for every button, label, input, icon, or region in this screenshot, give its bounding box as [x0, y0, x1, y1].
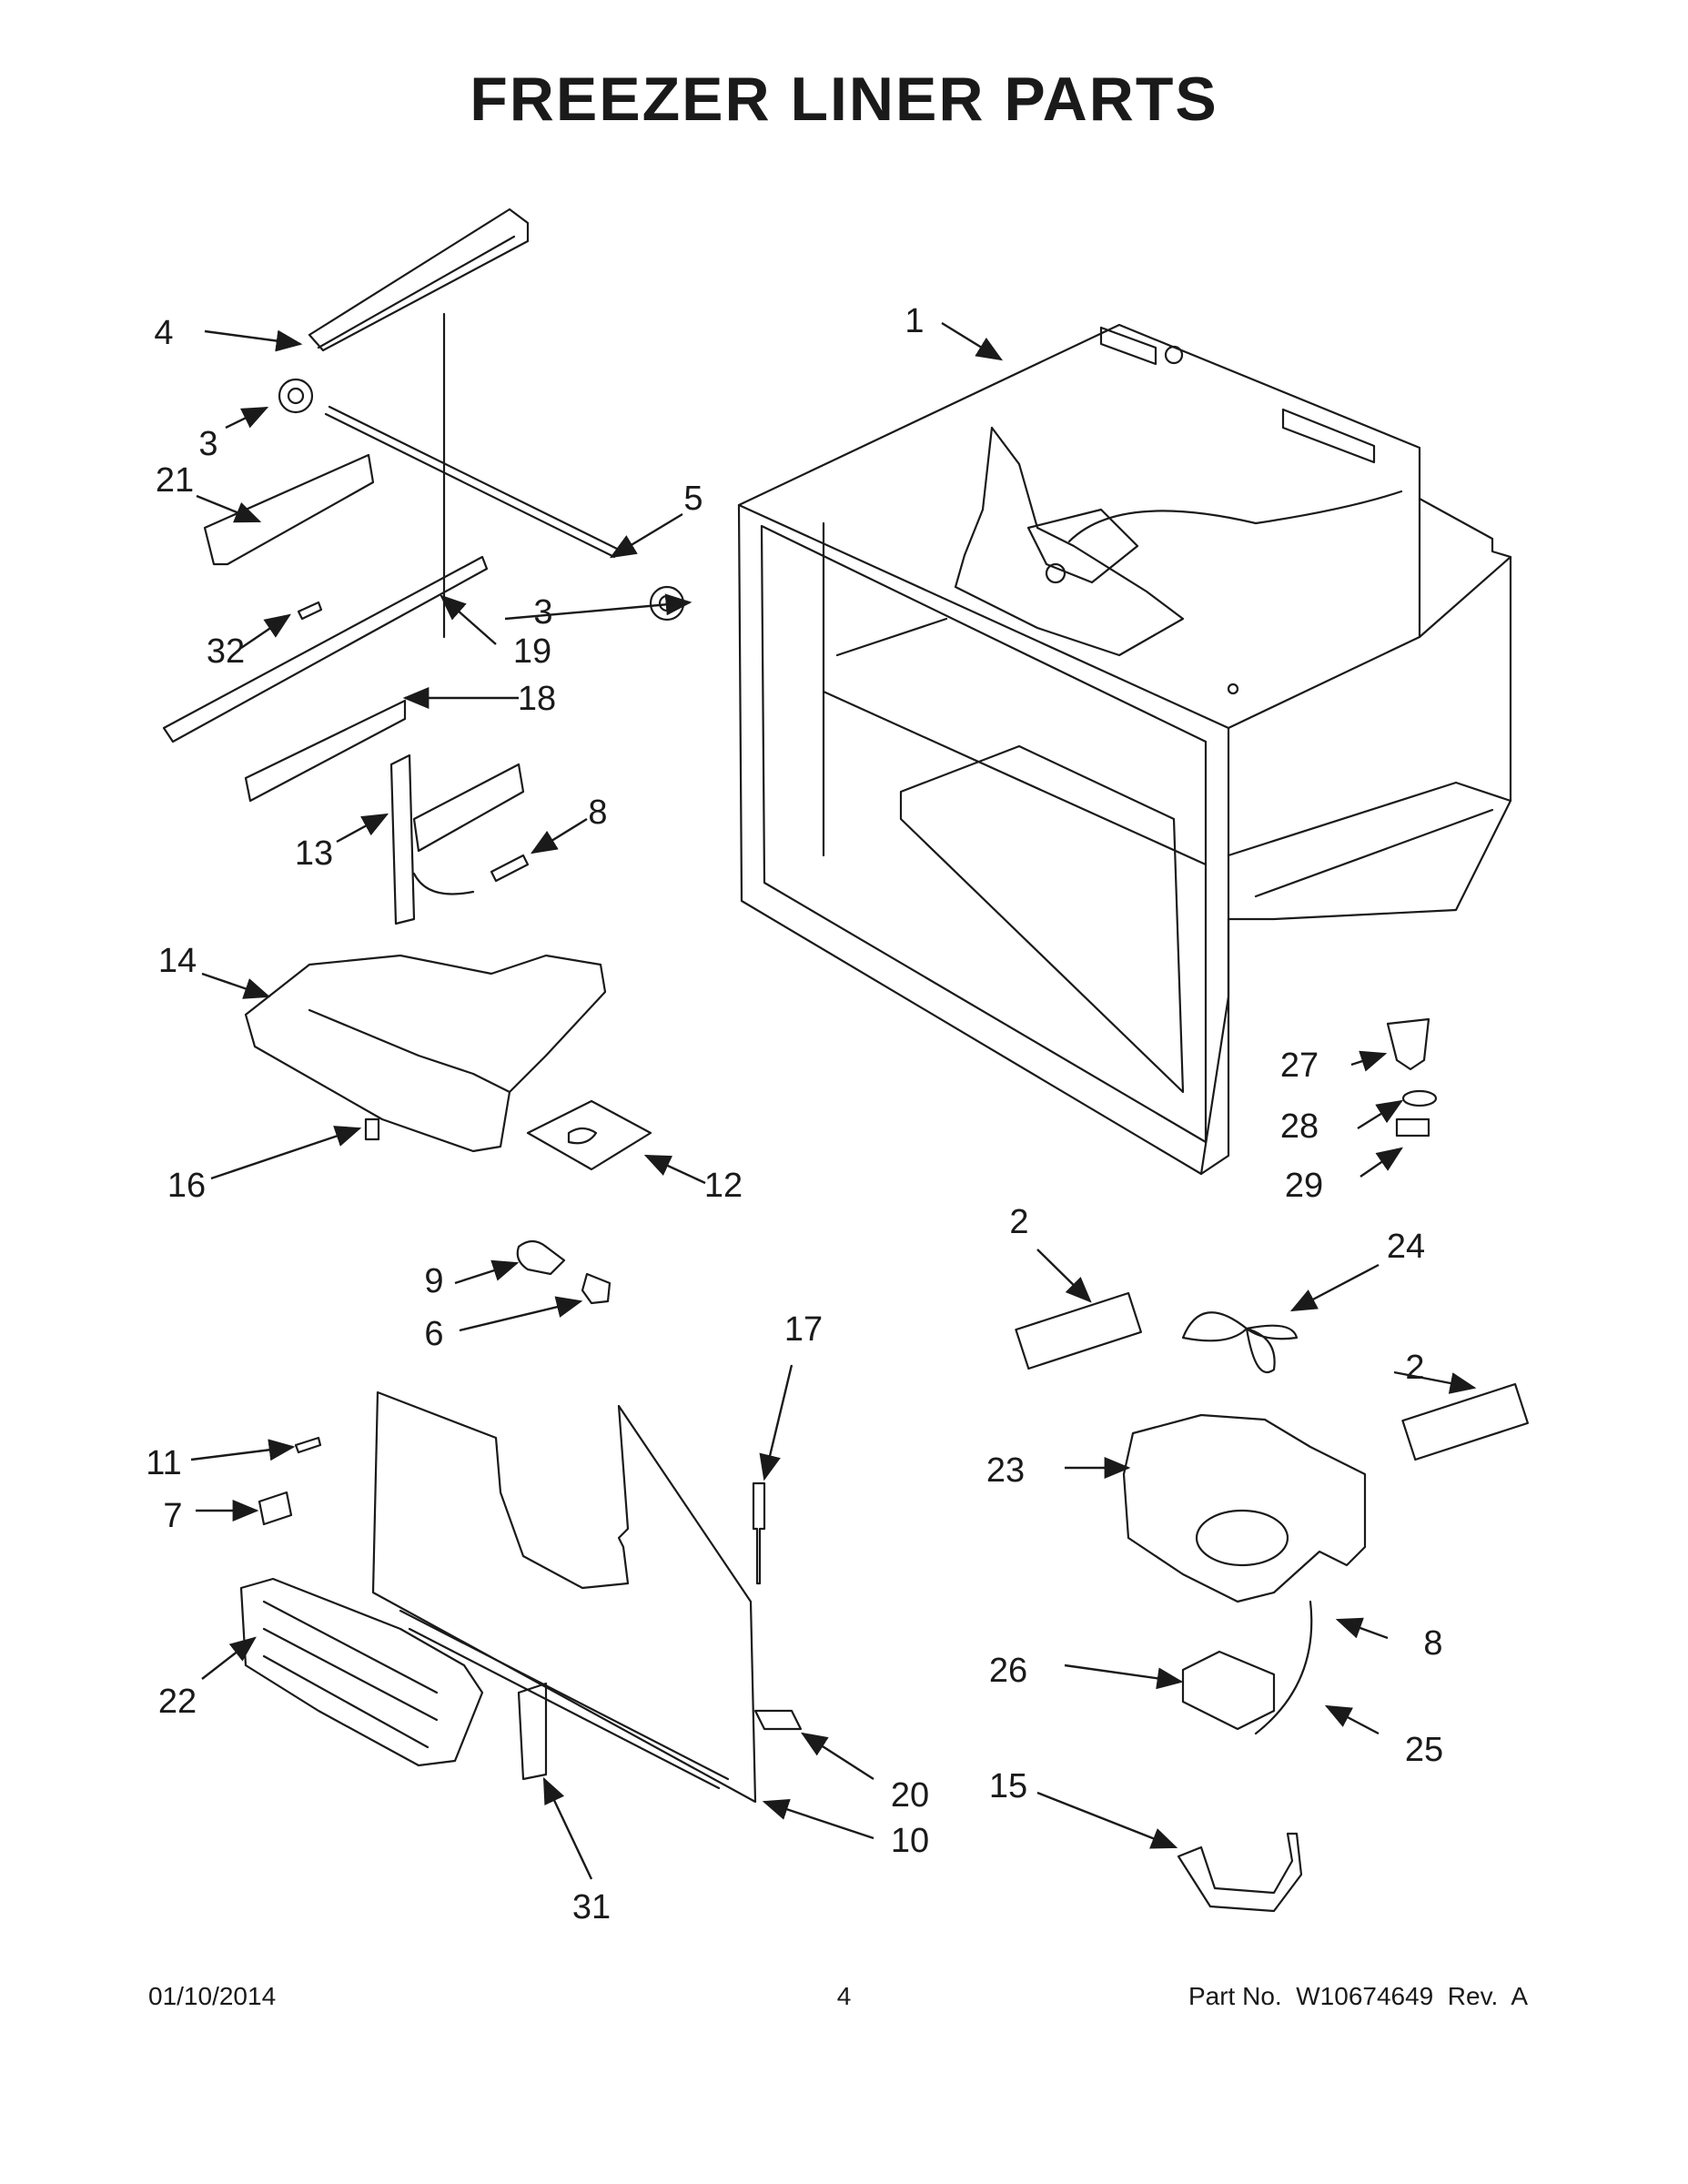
- callout-4: 4: [154, 314, 173, 352]
- pad-part-2-left: [1015, 1291, 1143, 1370]
- callout-13: 13: [295, 834, 333, 873]
- callout-14: 14: [158, 942, 197, 980]
- pad-part-2-right: [1401, 1382, 1530, 1461]
- callout-18: 18: [518, 680, 556, 718]
- plate-part-7: [258, 1491, 293, 1526]
- film-part-10: [526, 1099, 652, 1171]
- footer-date: 01/10/2014: [148, 1982, 277, 2010]
- callout-5: 5: [683, 480, 702, 518]
- callout-15: 15: [989, 1767, 1027, 1805]
- callout-3-lower: 3: [533, 593, 552, 632]
- callout-17: 17: [784, 1310, 823, 1349]
- callout-28: 28: [1280, 1107, 1319, 1146]
- screw-part-8-upper: [490, 854, 530, 883]
- callout-2-left: 2: [1009, 1203, 1028, 1241]
- gear-part-3-upper: [278, 378, 314, 414]
- motor-part-26: [1181, 1650, 1276, 1731]
- callout-20: 20: [891, 1776, 929, 1815]
- wire-part-25: [1254, 1600, 1313, 1735]
- callout-24: 24: [1387, 1228, 1425, 1266]
- callout-11: 10: [891, 1822, 929, 1860]
- shroud-part-23: [1122, 1413, 1367, 1603]
- grille-part-22: [239, 1577, 484, 1767]
- socket-part-6: [581, 1272, 612, 1305]
- callout-29: 29: [1285, 1167, 1323, 1205]
- callout-9: 9: [424, 1262, 443, 1300]
- screw-part-12: [294, 1436, 322, 1454]
- callout-6: 6: [424, 1315, 443, 1353]
- callout-22: 22: [158, 1683, 197, 1721]
- switch-part-16: [364, 1117, 380, 1141]
- shaft-part-5: [324, 405, 621, 559]
- callout-7: 7: [163, 1497, 182, 1535]
- callout-8-lower: 8: [1423, 1624, 1442, 1663]
- callout-27: 27: [1280, 1046, 1319, 1085]
- callout-26: 26: [989, 1652, 1027, 1690]
- bracket-part-15: [1177, 1832, 1303, 1913]
- callout-31: 31: [572, 1888, 611, 1926]
- bulb-part-9: [516, 1239, 566, 1276]
- callout-16: 16: [167, 1167, 206, 1205]
- callout-2-right: 2: [1405, 1349, 1424, 1387]
- rail-part-4: [308, 207, 530, 352]
- screw-part-32: [297, 601, 323, 621]
- bracket-part-21: [203, 453, 375, 566]
- cover-part-31: [517, 1682, 548, 1781]
- strip-part-20: [753, 1709, 803, 1731]
- fan-blade-part-24: [1181, 1311, 1299, 1374]
- callout-25: 25: [1405, 1731, 1443, 1769]
- slide-part-19: [162, 555, 489, 743]
- panel-part-11: [371, 1390, 757, 1804]
- sensor-part-17: [752, 1481, 766, 1585]
- ring-part-28: [1401, 1089, 1438, 1107]
- bracket-part-13: [389, 753, 525, 925]
- callout-12: 11: [146, 1444, 181, 1482]
- footer-page-number: 4: [836, 1982, 852, 2010]
- callout-1: 1: [905, 302, 924, 340]
- freezer-liner-part-1: [737, 323, 1512, 1176]
- slide-part-18: [244, 699, 407, 803]
- callout-23: 23: [986, 1451, 1025, 1490]
- callout-19: 19: [513, 632, 551, 671]
- callout-10: 12: [704, 1167, 743, 1205]
- callout-21: 21: [156, 461, 194, 500]
- callout-8-upper: 8: [588, 794, 607, 832]
- plug-part-29: [1395, 1117, 1430, 1138]
- footer-part-info: Part No. W10674649 Rev. A: [1188, 1982, 1528, 2010]
- callout-3-upper: 3: [198, 425, 217, 463]
- page-title: FREEZER LINER PARTS: [470, 65, 1218, 134]
- chute-part-14: [244, 954, 607, 1153]
- cap-part-27: [1386, 1017, 1430, 1071]
- callout-32: 32: [207, 632, 245, 671]
